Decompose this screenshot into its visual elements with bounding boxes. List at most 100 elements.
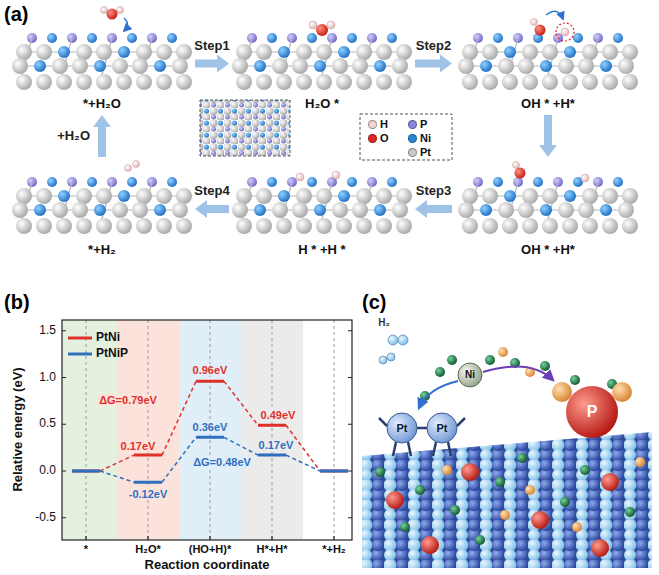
dissociated-water [531, 11, 575, 41]
legend-text: Ni [420, 132, 431, 145]
state-caption: H₂O * [305, 97, 339, 112]
state-panel: H₂O * [232, 15, 412, 112]
legend-text: P [420, 118, 427, 131]
tick-label: 0.0 [39, 464, 56, 478]
atom-label: P [587, 403, 598, 421]
value-label: 0.17eV [258, 439, 295, 452]
arrow-shaft [207, 205, 229, 213]
category-label: H*+H* [257, 543, 288, 556]
axis-title: Relative energy (eV) [11, 367, 26, 491]
step-label: +H₂O [55, 129, 92, 144]
arrow-shaft [427, 205, 452, 213]
value-label: 0.49eV [260, 409, 297, 422]
step-label: Step4 [192, 184, 231, 199]
hydrogen-molecules [379, 335, 408, 364]
value-label: 0.17eV [120, 440, 157, 453]
hydrogen-adsorbates [296, 171, 340, 181]
axis-title: Reaction coordinate [145, 558, 270, 573]
tick-label: -0.5 [35, 511, 56, 525]
hydroxyl-species [442, 347, 645, 532]
step-label: Step3 [414, 184, 453, 199]
value-label: 0.36eV [192, 421, 229, 434]
state-caption: H * +H * [298, 243, 345, 258]
surface-illustration [362, 335, 652, 568]
legend-swatch [368, 134, 377, 143]
arrow-head [539, 145, 557, 157]
value-label: ΔG=0.48eV [192, 456, 252, 469]
arrow-head [415, 200, 427, 218]
atom-label: Ni [465, 369, 475, 381]
legend-swatch [408, 148, 417, 157]
category-label: (HO+H)* [189, 543, 231, 556]
p-site [552, 382, 632, 438]
state-panel: OH * +H* [455, 160, 641, 258]
mechanism-art [12, 7, 638, 235]
legend-swatch [408, 120, 417, 129]
step-arrow [415, 55, 452, 73]
panel-letter: (c) [362, 291, 386, 314]
arrow-head [217, 55, 229, 73]
legend-line [68, 353, 92, 356]
legend-text: PtNiP [96, 347, 128, 361]
tick-label: 1.5 [39, 324, 56, 338]
state-caption: OH * +H* [521, 97, 575, 112]
category-label: H₂O* [135, 543, 161, 556]
panel-letter: (a) [4, 3, 28, 26]
legend-text: O [380, 132, 389, 145]
step-label: Step2 [414, 39, 453, 54]
tick-label: 1.0 [39, 371, 56, 385]
water-molecule [101, 7, 128, 32]
atom-label: Pt [437, 422, 448, 435]
adsorbed-water [309, 21, 335, 36]
arrow-shaft [98, 127, 106, 157]
value-label: ΔG=0.79eV [98, 394, 158, 407]
legend-text: PtNi [96, 331, 120, 345]
hydrogen-molecule [125, 161, 140, 172]
arrow-shaft [544, 115, 552, 145]
legend-swatch [408, 134, 417, 143]
value-label: -0.12eV [128, 488, 169, 501]
legend-swatch [368, 120, 377, 129]
step-arrow [195, 200, 229, 218]
tick-label: 0.5 [39, 417, 56, 431]
hydrogen-species [375, 355, 635, 545]
legend-text: Pt [420, 146, 431, 159]
top-view-inset [200, 100, 290, 156]
pt-characters [379, 413, 465, 456]
step-arrow [93, 115, 111, 157]
legend-box [360, 114, 452, 160]
panel-letter: (b) [4, 291, 30, 314]
transfer-arrow [419, 381, 458, 408]
arrow-head [195, 200, 207, 218]
step-label: Step1 [192, 39, 231, 54]
arrow-head [440, 55, 452, 73]
transfer-arrow [483, 367, 553, 380]
state-caption: *+H₂ [88, 243, 116, 258]
ptni-series [72, 381, 348, 471]
legend-text: H [380, 118, 388, 131]
step-arrow [195, 55, 229, 73]
value-label: 0.96eV [192, 364, 229, 377]
step-arrow [415, 200, 452, 218]
state-panel: *+H₂ [12, 160, 192, 258]
state-panel: *+H₂O [12, 15, 192, 112]
ptnip-series [72, 437, 348, 482]
species-label: H₂ [378, 317, 390, 329]
step-arrow [539, 115, 557, 157]
phosphorus-sites [386, 463, 619, 557]
state-caption: *+H₂O [83, 97, 121, 112]
legend-line [68, 337, 92, 340]
category-label: *+H₂ [322, 543, 346, 556]
hydroxyl-adsorbate [513, 162, 590, 183]
arrow-head [93, 115, 111, 127]
category-label: * [84, 543, 88, 556]
state-caption: OH * +H* [521, 243, 575, 258]
state-panel: H * +H * [232, 160, 412, 258]
state-panel: OH * +H* [455, 15, 641, 112]
energy-chart [62, 320, 352, 540]
ni-atom [458, 363, 482, 387]
arrow-shaft [415, 60, 440, 68]
